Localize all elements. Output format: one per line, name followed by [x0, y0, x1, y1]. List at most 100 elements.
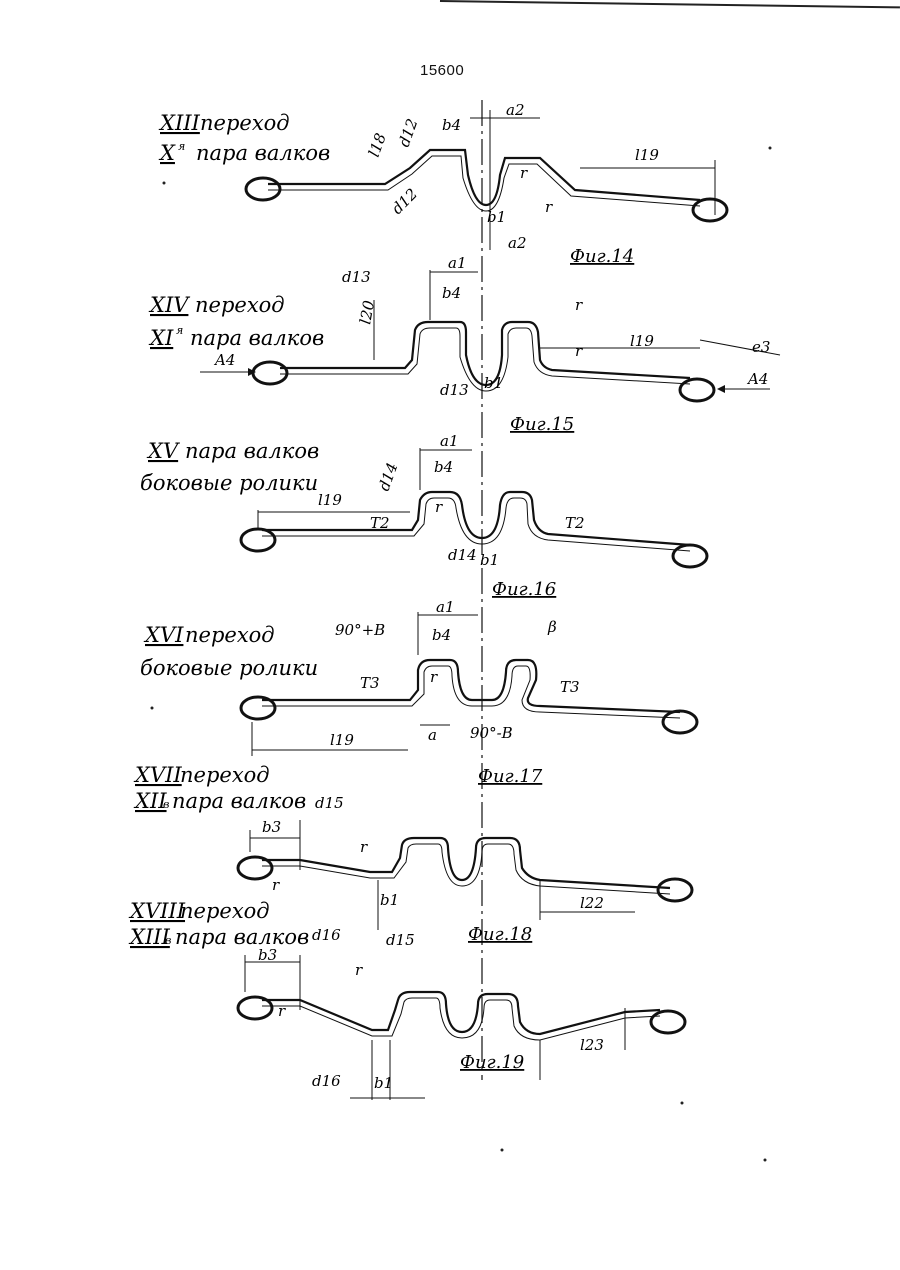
fig14-l18: l18 — [365, 131, 390, 160]
fig19-a16-top: d16 — [312, 926, 341, 944]
fig19-r1: r — [355, 961, 363, 979]
fig19-l23: l23 — [580, 1036, 604, 1054]
figure-16: XV пара валков боковые ролики a1 b4 d14 … — [140, 432, 707, 600]
fig16-l19: l19 — [318, 491, 342, 509]
fig14-a2-top: a2 — [506, 101, 525, 119]
fig18-profile-inner — [262, 844, 670, 894]
fig15-l19: l19 — [630, 332, 654, 350]
fig17-ang2: 90°-B — [470, 724, 513, 742]
fig14-caption-roman-1: XIII — [158, 111, 201, 135]
fig18-caption-sup-2: в — [163, 798, 169, 811]
figure-17: XVI переход боковые ролики a1 b4 90°+B β… — [140, 598, 697, 787]
fig18-caption-roman-1: XVII — [133, 763, 182, 787]
fig18-label: Фиг.18 — [468, 924, 532, 945]
fig15-label: Фиг.15 — [510, 414, 574, 435]
fig16-t2-left: T2 — [370, 514, 390, 532]
fig19-r2: r — [278, 1002, 286, 1020]
fig19-caption-sup-2: в — [165, 934, 171, 947]
fig17-caption-text-1: переход — [185, 623, 275, 647]
fig15-a4-left: A4 — [213, 351, 235, 369]
fig14-b1: b1 — [487, 208, 506, 226]
speck — [769, 147, 772, 150]
fig17-r: r — [430, 668, 438, 686]
speck — [163, 182, 166, 185]
fig17-beta: β — [547, 618, 557, 636]
fig15-caption-text-1: переход — [195, 293, 285, 317]
fig15-right-curl — [680, 379, 714, 401]
fig17-ang1: 90°+B — [335, 621, 385, 639]
fig19-left-curl — [238, 997, 272, 1019]
fig16-caption-text-1: пара валков — [185, 439, 319, 463]
fig18-right-curl — [658, 879, 692, 901]
fig18-a15-top: d15 — [315, 794, 344, 812]
fig14-caption-text-1: переход — [200, 111, 290, 135]
fig17-b4: b4 — [432, 626, 451, 644]
fig17-t3-left: T3 — [360, 674, 380, 692]
fig15-b4: b4 — [442, 284, 461, 302]
fig15-r1: r — [575, 296, 583, 314]
fig17-profile — [262, 660, 680, 712]
fig18-b1: b1 — [380, 891, 399, 909]
fig14-left-curl — [246, 178, 280, 200]
fig15-a13-bottom: d13 — [440, 381, 469, 399]
fig16-a14-bottom: d14 — [448, 546, 477, 564]
speck — [764, 1159, 767, 1162]
fig15-caption-sup-2: я — [176, 324, 183, 337]
fig19-right-curl — [651, 1011, 685, 1033]
fig16-a14-top: d14 — [375, 460, 402, 493]
fig14-caption-sup-2: я — [178, 140, 185, 153]
fig15-caption-text-2: пара валков — [190, 326, 324, 350]
fig15-caption-roman-2: XI — [148, 326, 174, 350]
fig19-a16-bottom: d16 — [312, 1072, 341, 1090]
fig15-r2: r — [575, 342, 583, 360]
fig14-a12-top: d12 — [395, 116, 422, 149]
fig18-caption-text-2: пара валков — [172, 789, 306, 813]
fig16-b4: b4 — [434, 458, 453, 476]
figure-19: XVIII переход XIII в пара валков d16 b3 … — [128, 899, 685, 1100]
fig18-l22: l22 — [580, 894, 604, 912]
fig16-label: Фиг.16 — [492, 579, 556, 600]
speck — [681, 1102, 684, 1105]
fig15-left-curl — [253, 362, 287, 384]
fig14-b4: b4 — [442, 116, 461, 134]
fig16-r: r — [435, 498, 443, 516]
fig19-caption-text-2: пара валков — [175, 925, 309, 949]
fig18-caption-text-1: переход — [180, 763, 270, 787]
fig18-b3: b3 — [262, 818, 281, 836]
fig17-t3-right: T3 — [560, 678, 580, 696]
fig17-l19: l19 — [330, 731, 354, 749]
fig16-left-curl — [241, 529, 275, 551]
fig19-caption-roman-1: XVIII — [128, 899, 186, 923]
fig19-profile — [262, 992, 660, 1034]
fig14-r2: r — [545, 198, 553, 216]
fig16-b1: b1 — [480, 551, 499, 569]
fig18-left-curl — [238, 857, 272, 879]
fig17-caption-text-2: боковые ролики — [140, 656, 318, 680]
fig15-a1: a1 — [448, 254, 467, 272]
fig18-r2: r — [272, 876, 280, 894]
fig17-right-curl — [663, 711, 697, 733]
fig15-a4-right: A4 — [746, 370, 768, 388]
fig14-caption-text-2: пара валков — [196, 141, 330, 165]
fig16-caption-roman-1: XV — [146, 439, 180, 463]
fig17-left-curl — [241, 697, 275, 719]
fig14-label: Фиг.14 — [570, 246, 634, 267]
speck — [151, 707, 154, 710]
fig16-t2-right: T2 — [565, 514, 585, 532]
fig18-r1: r — [360, 838, 368, 856]
fig18-a15-bottom: d15 — [386, 931, 415, 949]
fig15-a13-top: d13 — [342, 268, 371, 286]
figure-15: XIV переход XI я пара валков d13 l20 a1 … — [148, 254, 780, 435]
fig14-a2-bottom: a2 — [508, 234, 527, 252]
fig17-caption-roman-1: XVI — [143, 623, 184, 647]
fig16-caption-text-2: боковые ролики — [140, 471, 318, 495]
fig18-profile — [262, 838, 670, 888]
fig14-r1: r — [520, 164, 528, 182]
fig16-a1: a1 — [440, 432, 459, 450]
fig19-b3: b3 — [258, 946, 277, 964]
fig15-b1: b1 — [484, 374, 503, 392]
fig15-caption-roman-1: XIV — [148, 293, 190, 317]
fig19-label: Фиг.19 — [460, 1052, 524, 1073]
speck — [501, 1149, 504, 1152]
